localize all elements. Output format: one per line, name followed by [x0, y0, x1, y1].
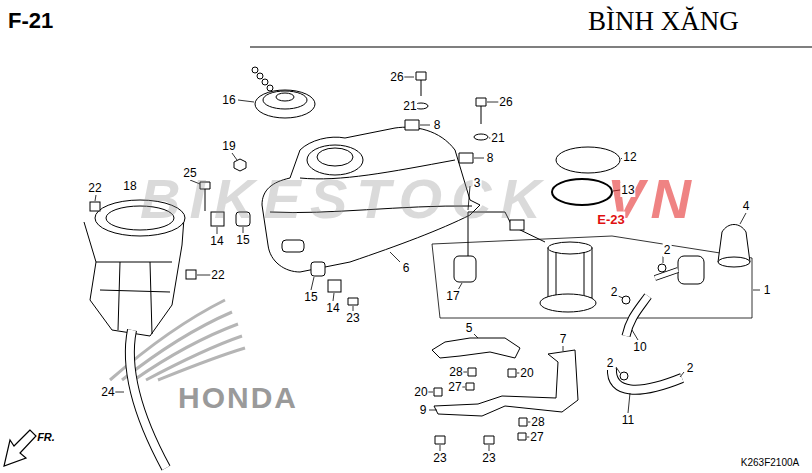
callout-number: 20	[413, 385, 428, 399]
leader-line	[404, 77, 414, 78]
leader-line	[753, 290, 760, 291]
callout-number: 27	[529, 430, 544, 444]
callout-number: 12	[622, 150, 637, 164]
callout-number: 16	[221, 93, 236, 107]
callout-number: 2	[686, 361, 695, 375]
leader-line	[618, 296, 623, 298]
callout-number: 27	[447, 380, 462, 394]
leader-line	[95, 195, 96, 201]
leader-line	[680, 372, 684, 377]
leader-line	[632, 330, 638, 340]
leader-line	[311, 277, 314, 290]
callout-number: 6	[402, 261, 411, 275]
leader-line	[238, 100, 254, 102]
callout-number: 26	[389, 70, 404, 84]
reference-code: E-23	[596, 212, 625, 227]
leader-line	[429, 410, 437, 411]
callout-number: 24	[100, 385, 115, 399]
callout-number: 14	[209, 234, 224, 248]
drawing-code: K263F2100A	[741, 457, 799, 468]
leader-line	[740, 213, 746, 224]
brand-mark: HONDA	[178, 381, 298, 415]
leader-line	[628, 393, 630, 413]
callout-number: 23	[345, 311, 360, 325]
leader-line	[474, 158, 484, 159]
callout-number: 5	[465, 321, 474, 335]
callout-number: 10	[632, 340, 647, 354]
leader-line	[232, 153, 237, 160]
leader-line	[197, 275, 211, 276]
callout-number: 25	[182, 166, 197, 180]
callout-number: 23	[432, 451, 447, 465]
callout-number: 13	[620, 183, 635, 197]
direction-mark: FR.	[37, 431, 55, 443]
page-title: BÌNH XĂNG	[588, 6, 739, 37]
callout-number: 22	[87, 181, 102, 195]
callout-number: 2	[610, 285, 619, 299]
callout-number: 8	[433, 118, 442, 132]
callout-number: 2	[663, 243, 672, 257]
callout-number: 11	[621, 413, 635, 427]
figure-code: F-21	[8, 8, 53, 34]
callout-number: 3	[473, 176, 482, 190]
callout-number: 23	[481, 451, 496, 465]
callout-number: 14	[325, 301, 340, 315]
callout-number: 21	[402, 99, 417, 113]
leader-line	[420, 125, 430, 126]
callout-number: 4	[742, 199, 751, 213]
callout-number: 2	[606, 356, 615, 370]
leader-line	[616, 367, 620, 373]
leader-line	[474, 334, 478, 338]
callout-number: 28	[530, 415, 545, 429]
leader-line	[663, 256, 664, 263]
callout-number: 26	[498, 95, 513, 109]
callout-number: 19	[221, 139, 236, 153]
callout-number: 8	[486, 151, 495, 165]
callout-number: 9	[419, 403, 428, 417]
callout-number: 15	[303, 290, 318, 304]
callout-number: 1	[763, 283, 772, 297]
callout-number: 18	[122, 179, 137, 193]
watermark: BIKESTOCK	[140, 166, 550, 231]
callout-number: 21	[490, 131, 505, 145]
callout-number: 22	[210, 268, 225, 282]
callout-number: 28	[448, 365, 463, 379]
callout-number: 20	[519, 366, 534, 380]
leader-line	[563, 346, 564, 351]
leader-line	[390, 252, 400, 262]
callout-number: 7	[559, 332, 568, 346]
leader-line	[333, 293, 334, 301]
callout-number: 17	[445, 289, 460, 303]
callout-number: 15	[235, 233, 250, 247]
